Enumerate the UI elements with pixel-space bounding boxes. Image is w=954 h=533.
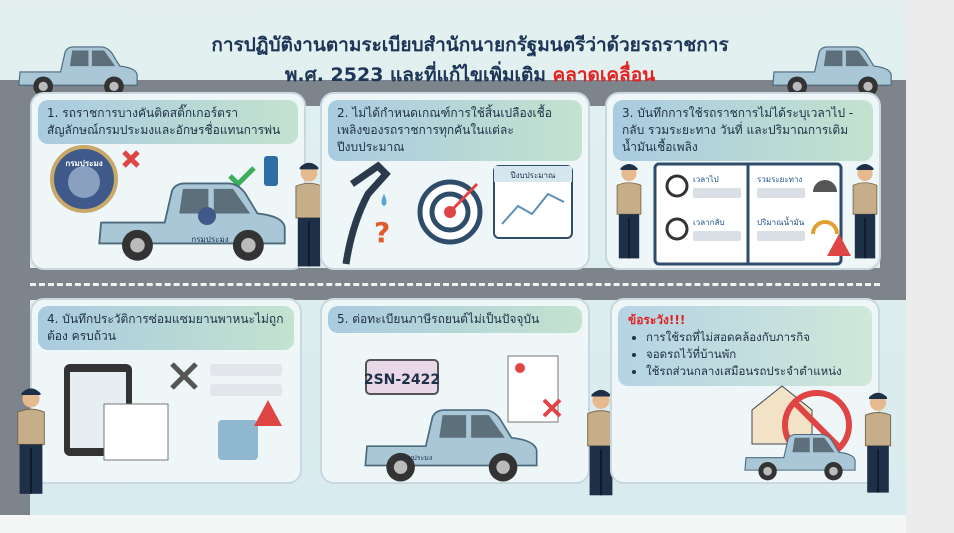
field-total-distance: รวมระยะทาง bbox=[757, 175, 802, 184]
page-title: การปฏิบัติงานตามระเบียบสำนักนายกรัฐมนตรี… bbox=[211, 34, 729, 56]
tools-icon bbox=[170, 362, 198, 390]
page-subtitle: พ.ศ. 2523 และที่แก้ไขเพิ่มเติม คลาดเคลื่… bbox=[150, 60, 790, 90]
door-text: กรมประมง bbox=[191, 235, 228, 244]
check-icon bbox=[228, 166, 256, 188]
field-depart-time: เวลาไป bbox=[693, 175, 719, 184]
calendar-icon bbox=[493, 165, 573, 239]
panel-1: 1. รถราชการบางคันติดสติ๊กเกอร์ตราสัญลักษ… bbox=[30, 92, 306, 270]
panel-4-heading: 4. บันทึกประวัติการซ่อมแซมยานพาหนะไม่ถูก… bbox=[38, 306, 294, 350]
speedometer-icon bbox=[813, 180, 837, 192]
field-return-time: เวลากลับ bbox=[693, 218, 724, 227]
officer-figure bbox=[864, 392, 892, 494]
panel-3: 3. บันทึกการใช้รถราชการไม่ได้ระบุเวลาไป … bbox=[605, 92, 881, 270]
target-icon bbox=[417, 179, 483, 245]
warning-item: ใช้รถส่วนกลางเสมือนรถประจำตำแหน่ง bbox=[646, 363, 862, 380]
calendar-label: ปีงบประมาณ bbox=[510, 171, 556, 180]
officer-figure bbox=[17, 387, 45, 495]
panel-5: 5. ต่อทะเบียนภาษีรถยนต์ไม่เป็นปัจจุบัน 2… bbox=[320, 298, 590, 484]
screen-edge bbox=[906, 0, 954, 533]
fuel-nozzle-icon bbox=[342, 161, 391, 265]
license-plate bbox=[365, 359, 439, 395]
panel-2-illustration: ? ปีงบประมาณ bbox=[342, 161, 573, 265]
warning-icon bbox=[254, 400, 282, 426]
panel-4-illustration bbox=[64, 362, 282, 461]
warning-icon bbox=[827, 234, 851, 256]
door-text: กรมประมง bbox=[400, 454, 433, 462]
subtitle-highlight: คลาดเคลื่อน bbox=[552, 64, 656, 86]
panel-6-illustration bbox=[744, 385, 856, 481]
panel-3-heading: 3. บันทึกการใช้รถราชการไม่ได้ระบุเวลาไป … bbox=[613, 100, 873, 161]
sticker-text: กรมประมง bbox=[65, 159, 102, 168]
warning-item: จอดรถไว้ที่บ้านพัก bbox=[646, 346, 862, 363]
panel-1-heading: 1. รถราชการบางคันติดสติ๊กเกอร์ตราสัญลักษ… bbox=[38, 100, 298, 144]
road-right bbox=[880, 80, 906, 300]
field-fuel-amount: ปริมาณน้ำมัน bbox=[757, 216, 805, 227]
documents-icon bbox=[103, 403, 169, 461]
officer-figure bbox=[616, 163, 642, 259]
truck-top-left bbox=[18, 46, 138, 97]
cross-icon bbox=[542, 398, 562, 418]
spray-can-icon bbox=[264, 156, 278, 186]
clock-icon bbox=[665, 217, 689, 241]
clock-icon bbox=[665, 174, 689, 198]
warning-box: ข้อระวัง!!! การใช้รถที่ไม่สอดคล้องกับภาร… bbox=[618, 306, 872, 386]
cross-icon bbox=[122, 150, 140, 168]
warning-title: ข้อระวัง!!! bbox=[628, 313, 686, 327]
question-mark-icon: ? bbox=[374, 216, 390, 249]
puzzle-icon bbox=[218, 420, 258, 460]
lane-marking bbox=[30, 283, 880, 286]
warning-item: การใช้รถที่ไม่สอดคล้องกับภารกิจ bbox=[646, 329, 862, 346]
fuel-gauge-icon bbox=[811, 220, 839, 235]
panel-6-warning: ข้อระวัง!!! การใช้รถที่ไม่สอดคล้องกับภาร… bbox=[610, 298, 880, 484]
infographic: การปฏิบัติงานตามระเบียบสำนักนายกรัฐมนตรี… bbox=[0, 0, 906, 515]
fuel-drop-icon bbox=[381, 194, 387, 206]
plate-number: 2SN-2422 bbox=[364, 372, 440, 388]
panel-5-heading: 5. ต่อทะเบียนภาษีรถยนต์ไม่เป็นปัจจุบัน bbox=[328, 306, 582, 333]
panel-3-illustration: เวลาไป รวมระยะทาง เวลากลับ ปริมาณน้ำมัน bbox=[653, 162, 851, 266]
panel-2-heading: 2. ไม่ได้กำหนดเกณฑ์การใช้สิ้นเปลืองเชื้อ… bbox=[328, 100, 582, 161]
subtitle-text: พ.ศ. 2523 และที่แก้ไขเพิ่มเติม bbox=[284, 64, 546, 86]
panel-2: 2. ไม่ได้กำหนดเกณฑ์การใช้สิ้นเปลืองเชื้อ… bbox=[320, 92, 590, 270]
panel-1-illustration: กรมประมง กรมประมง bbox=[50, 145, 286, 262]
panel-5-illustration: 2SN-2422 กรมประมง bbox=[364, 355, 562, 482]
panel-4: 4. บันทึกประวัติการซ่อมแซมยานพาหนะไม่ถูก… bbox=[30, 298, 302, 484]
officer-figure bbox=[852, 163, 878, 259]
